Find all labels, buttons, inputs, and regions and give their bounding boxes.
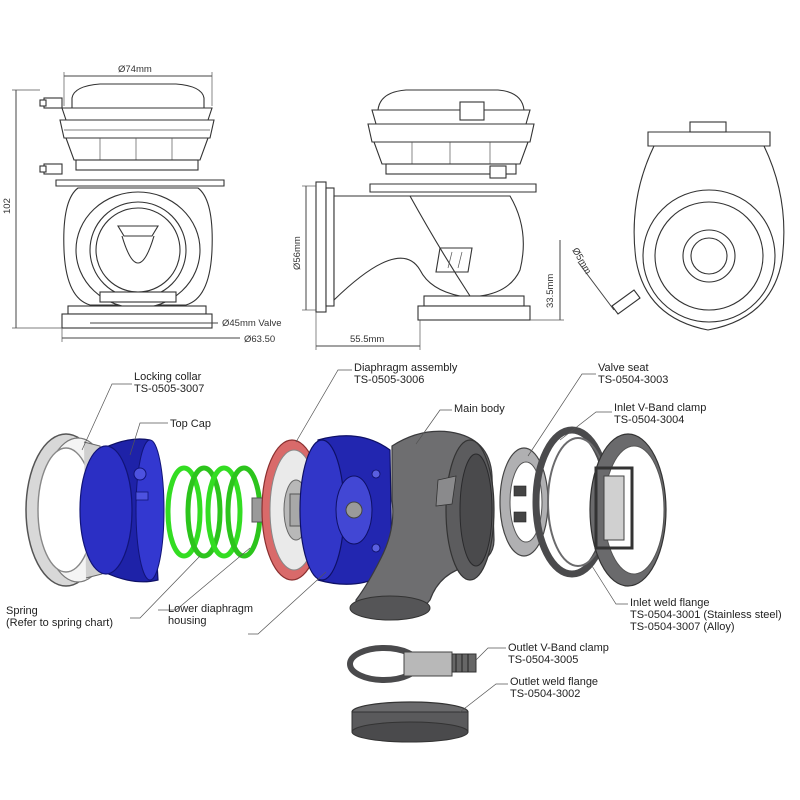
dim-port: Ø5mm — [569, 246, 593, 276]
label-spring: Spring — [6, 605, 38, 617]
code-lower-diaphragm: housing — [168, 615, 207, 627]
leader-lines — [81, 369, 628, 713]
code-outlet-flange: TS-0504-3002 — [510, 688, 580, 700]
label-top-cap: Top Cap — [170, 418, 211, 430]
inlet-weld-flange-part — [589, 433, 667, 587]
dim-valve: Ø45mm Valve — [222, 318, 281, 329]
front-view-drawing — [12, 72, 240, 342]
outlet-vband-clamp-part — [347, 645, 477, 683]
code2-inlet-flange: TS-0504-3007 (Alloy) — [630, 621, 735, 633]
code-spring: (Refer to spring chart) — [6, 617, 113, 629]
code-valve-seat: TS-0504-3003 — [598, 374, 668, 386]
label-diaphragm: Diaphragm assembly — [354, 362, 458, 374]
lower-diaphragm-housing-part — [299, 435, 393, 585]
label-main-body: Main body — [454, 403, 505, 415]
label-outlet-clamp: Outlet V-Band clamp — [508, 642, 609, 654]
outlet-weld-flange-part — [351, 701, 469, 743]
end-view-drawing — [577, 121, 785, 331]
dim-height-side: 33.5mm — [545, 274, 556, 308]
label-inlet-clamp: Inlet V-Band clamp — [614, 402, 706, 414]
dim-height-left: 102 — [2, 198, 13, 214]
dim-base: Ø63.50 — [244, 334, 275, 345]
code-inlet-clamp: TS-0504-3004 — [614, 414, 684, 426]
dim-length-side: 55.5mm — [350, 334, 384, 345]
label-lower-diaphragm: Lower diaphragm — [168, 603, 253, 615]
code-inlet-flange: TS-0504-3001 (Stainless steel) — [630, 609, 782, 621]
main-body-part — [349, 430, 495, 621]
code-diaphragm: TS-0505-3006 — [354, 374, 424, 386]
label-locking-collar: Locking collar — [134, 371, 202, 383]
dim-width-top: Ø74mm — [118, 64, 152, 75]
label-valve-seat: Valve seat — [598, 362, 649, 374]
dim-inlet: Ø56mm — [292, 236, 303, 270]
label-inlet-flange: Inlet weld flange — [630, 597, 710, 609]
top-cap-part — [79, 438, 165, 583]
label-outlet-flange: Outlet weld flange — [510, 676, 598, 688]
side-view-drawing — [302, 89, 564, 350]
code-locking-collar: TS-0505-3007 — [134, 383, 204, 395]
code-outlet-clamp: TS-0504-3005 — [508, 654, 578, 666]
